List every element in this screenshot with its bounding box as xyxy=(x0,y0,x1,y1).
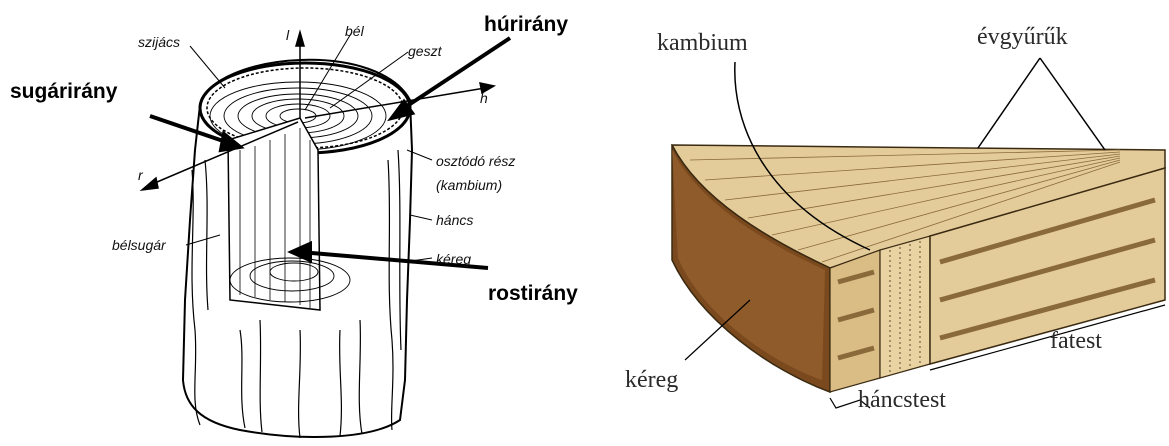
label-geszt: geszt xyxy=(408,43,443,59)
log-sketch: szijács l bél geszt h r osztódó rész (ka… xyxy=(10,13,578,438)
label-oszto-2: (kambium) xyxy=(436,177,502,193)
label-rosti: rostirány xyxy=(488,282,578,305)
label-hancs: háncs xyxy=(436,212,473,228)
label-szijacs: szijács xyxy=(138,34,180,50)
wedge-cambium-face xyxy=(880,236,930,378)
label-hancstest: háncstest xyxy=(858,387,946,413)
label-sugari: sugárirány xyxy=(10,80,118,103)
label-l: l xyxy=(286,27,290,43)
label-kereg-right: kéreg xyxy=(625,367,678,393)
label-bel: bél xyxy=(345,23,365,39)
label-r: r xyxy=(138,167,144,183)
label-evgyuruk: évgyűrűk xyxy=(977,24,1068,50)
evgyuruk-leaders xyxy=(978,58,1105,150)
label-h: h xyxy=(480,90,488,106)
label-huri: húrirány xyxy=(484,13,568,36)
wood-wedge: kambium évgyűrűk kéreg háncstest fatest xyxy=(625,24,1165,413)
label-oszto-1: osztódó rész xyxy=(436,153,515,169)
label-kambium: kambium xyxy=(657,30,748,56)
label-belsugar: bélsugár xyxy=(112,237,167,253)
label-fatest: fatest xyxy=(1050,328,1102,354)
label-kereg-left: kéreg xyxy=(436,251,471,267)
